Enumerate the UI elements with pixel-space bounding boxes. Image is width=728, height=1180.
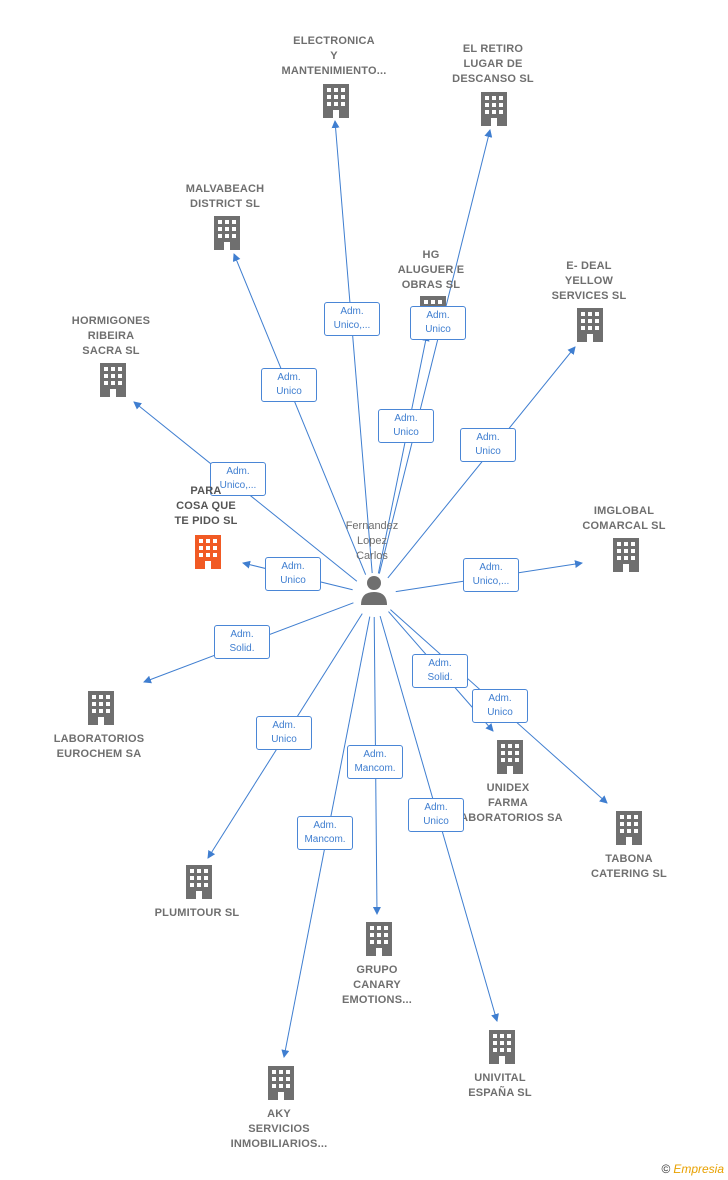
building-icon[interactable] (613, 538, 639, 572)
role-badge-el-retiro[interactable]: Adm. Unico (410, 306, 466, 340)
building-icon[interactable] (481, 92, 507, 126)
company-name-hormigones[interactable]: HORMIGONES RIBEIRA SACRA SL (71, 315, 151, 357)
company-name-malvabeach[interactable]: MALVABEACH DISTRICT SL (185, 183, 265, 210)
company-name-el-retiro[interactable]: EL RETIRO LUGAR DE DESCANSO SL (452, 43, 534, 85)
company-name-para-cosa[interactable]: PARA COSA QUE TE PIDO SL (174, 485, 238, 527)
building-icon[interactable] (100, 363, 126, 397)
building-icon[interactable] (366, 922, 392, 956)
role-badge-laboratorios[interactable]: Adm. Solid. (214, 625, 270, 659)
center-person-name[interactable]: Fernandez Lopez Carlos (345, 520, 399, 562)
nodes-layer (88, 84, 642, 1100)
building-icon[interactable] (616, 811, 642, 845)
copyright-symbol: © (661, 1162, 671, 1176)
role-badge-tabona[interactable]: Adm. Unico (472, 689, 528, 723)
role-badge-hg-aluguer[interactable]: Adm. Unico (378, 409, 434, 443)
company-name-unidex[interactable]: UNIDEX FARMA LABORATORIOS SA (453, 782, 563, 824)
building-icon[interactable] (577, 308, 603, 342)
edge-e-deal (387, 346, 576, 579)
footer-brand: ©Empresia (661, 1162, 724, 1176)
company-name-laboratorios[interactable]: LABORATORIOS EUROCHEM SA (53, 733, 145, 760)
role-badge-e-deal[interactable]: Adm. Unico (460, 428, 516, 462)
company-name-e-deal[interactable]: E- DEAL YELLOW SERVICES SL (551, 260, 627, 302)
building-icon[interactable] (489, 1030, 515, 1064)
role-badge-univital[interactable]: Adm. Unico (408, 798, 464, 832)
building-icon[interactable] (497, 740, 523, 774)
brand-logo-text: Empresia (673, 1162, 724, 1176)
edge-el-retiro (378, 129, 493, 574)
role-badge-unidex[interactable]: Adm. Solid. (412, 654, 468, 688)
person-icon[interactable] (361, 576, 387, 605)
company-name-electronica[interactable]: ELECTRONICA Y MANTENIMIENTO... (281, 35, 387, 77)
edge-malvabeach (232, 253, 367, 575)
company-name-grupo-canary[interactable]: GRUPO CANARY EMOTIONS... (341, 964, 413, 1006)
role-badge-imglobal[interactable]: Adm. Unico,... (463, 558, 519, 592)
role-badge-grupo-canary[interactable]: Adm. Mancom. (347, 745, 403, 779)
role-badge-para-cosa[interactable]: Adm. Unico (265, 557, 321, 591)
building-icon-highlight[interactable] (195, 535, 221, 569)
company-name-tabona[interactable]: TABONA CATERING SL (591, 853, 667, 880)
building-icon[interactable] (186, 865, 212, 899)
role-badge-malvabeach[interactable]: Adm. Unico (261, 368, 317, 402)
company-name-univital[interactable]: UNIVITAL ESPAÑA SL (468, 1072, 532, 1099)
building-icon[interactable] (88, 691, 114, 725)
company-name-plumitour[interactable]: PLUMITOUR SL (154, 907, 240, 919)
role-badge-aky[interactable]: Adm. Mancom. (297, 816, 353, 850)
building-icon[interactable] (214, 216, 240, 250)
building-icon[interactable] (323, 84, 349, 118)
role-badge-electronica[interactable]: Adm. Unico,... (324, 302, 380, 336)
company-name-aky[interactable]: AKY SERVICIOS INMOBILIARIOS... (230, 1108, 328, 1150)
edge-electronica (331, 120, 373, 574)
edge-hg-aluguer (377, 333, 430, 574)
company-name-hg-aluguer[interactable]: HG ALUGUER E OBRAS SL (397, 249, 465, 291)
role-badge-hormigones[interactable]: Adm. Unico,... (210, 462, 266, 496)
role-badge-plumitour[interactable]: Adm. Unico (256, 716, 312, 750)
building-icon[interactable] (268, 1066, 294, 1100)
company-name-imglobal[interactable]: IMGLOBAL COMARCAL SL (582, 505, 666, 532)
